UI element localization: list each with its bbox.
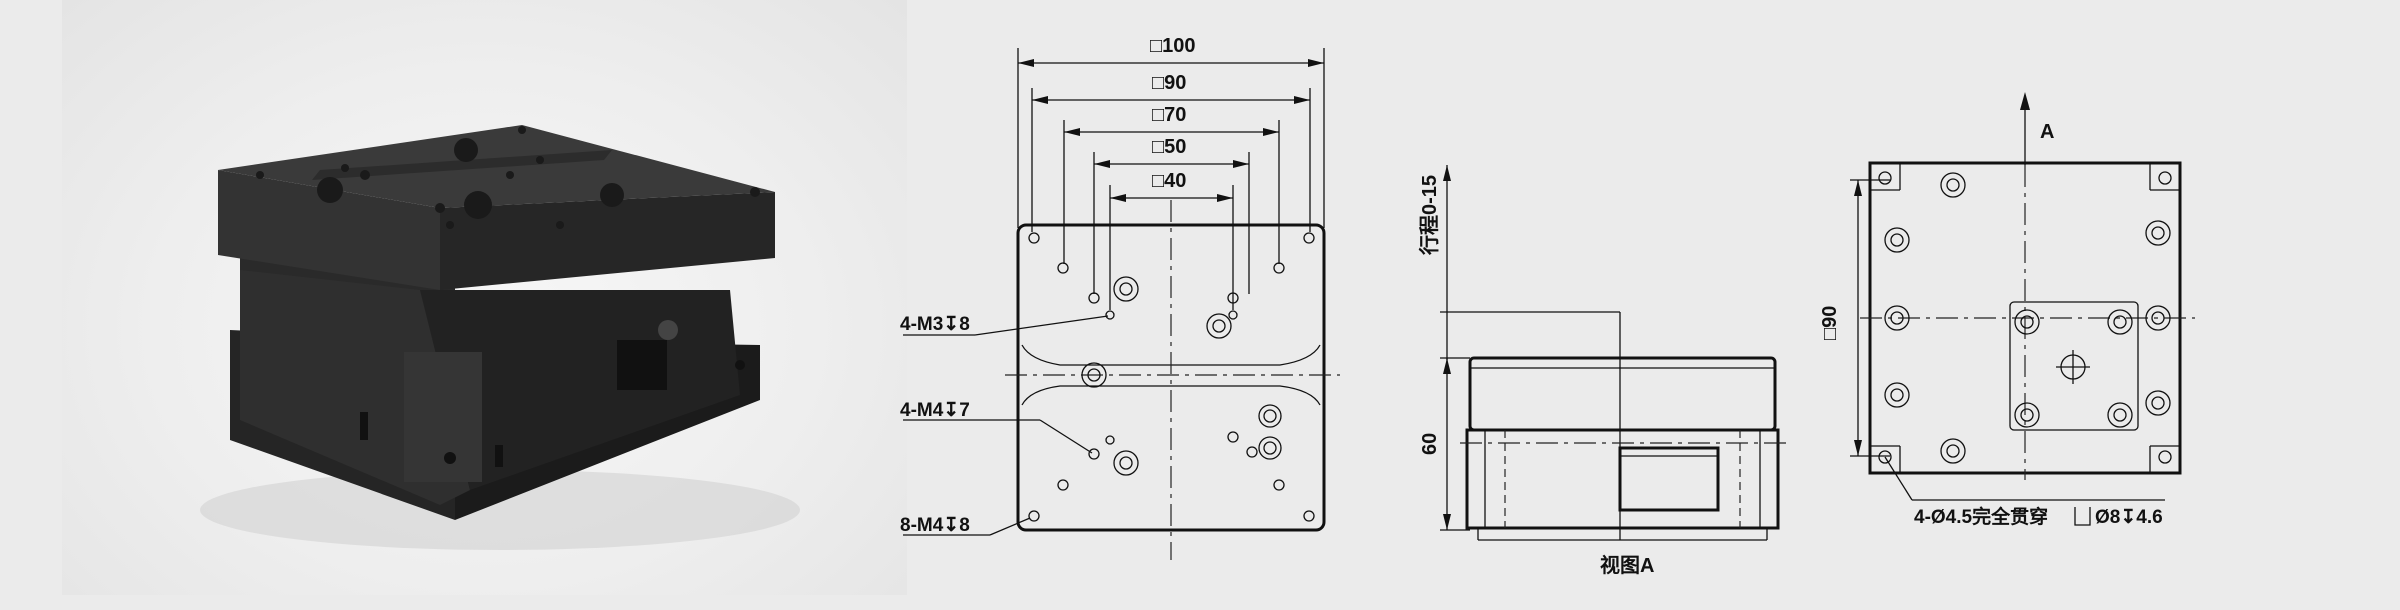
dim-100: □100: [1150, 35, 1195, 57]
stroke-label: 行程0-15: [1417, 175, 1441, 256]
side-view: 行程0-15 60 视图A: [1417, 165, 1790, 577]
callout-m3: 4-M3↧8: [900, 314, 970, 335]
callout-m4-8: 8-M4↧8: [900, 515, 970, 536]
bottom-view: A □90: [1819, 92, 2195, 528]
view-arrow-label: A: [2040, 121, 2054, 143]
dim-40: □40: [1152, 170, 1186, 192]
stage-product-render: [200, 125, 800, 550]
front-holes: [1028, 232, 1315, 522]
height-label: 60: [1419, 433, 1441, 455]
bottom-holes: [1884, 172, 2171, 464]
product-photo-panel: [62, 0, 907, 595]
bottom-dim-90: □90: [1819, 306, 1841, 340]
dim-50: □50: [1152, 136, 1186, 158]
dim-70: □70: [1152, 104, 1186, 126]
hole-note: 4-Ø4.5完全贯穿: [1914, 505, 2048, 528]
cbore-note: Ø8↧4.6: [2095, 507, 2163, 528]
callout-m4-7: 4-M4↧7: [900, 400, 970, 421]
front-view: □100 □90 □70 □50 □40: [900, 35, 1340, 560]
view-a-label: 视图A: [1600, 554, 1654, 577]
dim-90: □90: [1152, 72, 1186, 94]
